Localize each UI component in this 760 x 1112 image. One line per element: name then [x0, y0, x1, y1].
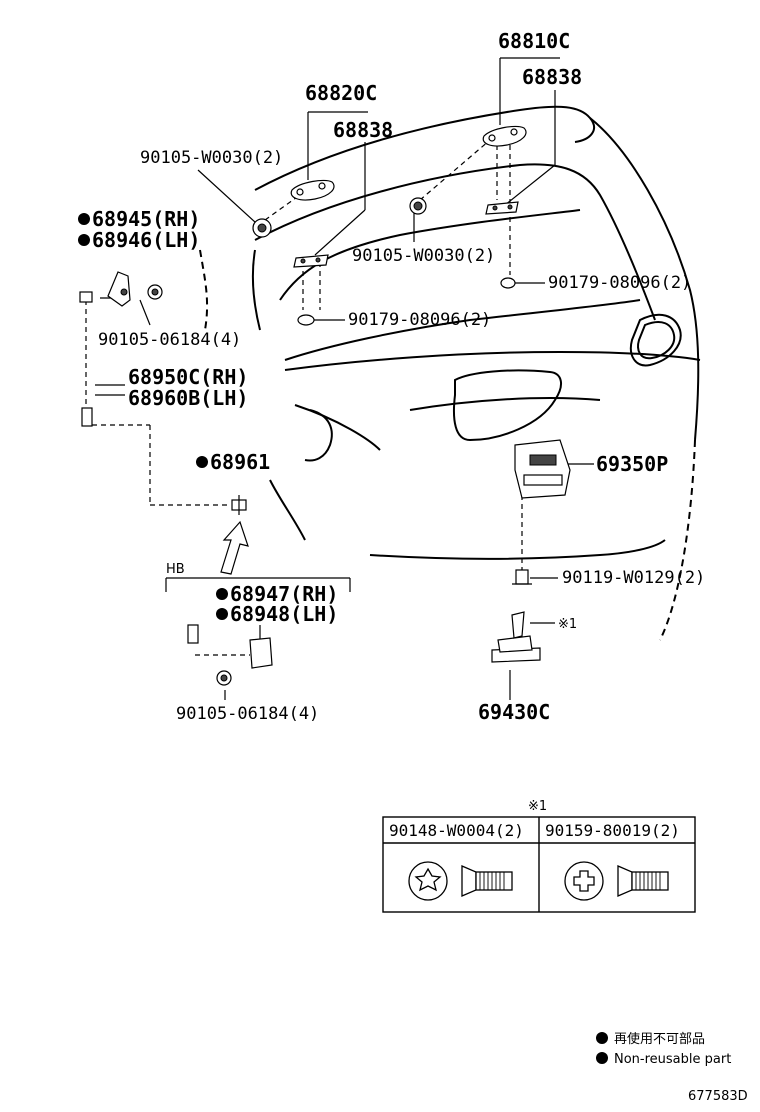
diagram-id: 677583D: [688, 1089, 748, 1104]
label-69430c: 69430C: [478, 700, 550, 724]
striker-69430c: [491, 611, 541, 663]
label-ref-mark: ※1: [558, 617, 577, 632]
label-68838-left: 68838: [333, 118, 393, 142]
bracket-68945: [107, 271, 131, 307]
shim-68838-left: [293, 254, 329, 268]
label-68960b: 68960B(LH): [128, 386, 248, 410]
labels: 68810C 68838 68820C 68838 90105-W0030(2)…: [78, 29, 705, 724]
label-68946: 68946(LH): [92, 228, 200, 252]
non-reusable-dot-icon: [196, 456, 208, 468]
label-68950c: 68950C(RH): [128, 365, 248, 389]
label-90105-w0030-left: 90105-W0030(2): [140, 148, 283, 168]
bracket-68947: [187, 624, 273, 669]
screw-table-col-2: 90159-80019(2): [545, 821, 680, 840]
label-68948: 68948(LH): [230, 602, 338, 626]
screw-table-col-1: 90148-W0004(2): [389, 821, 524, 840]
legend: 再使用不可部品 Non-reusable part: [596, 1031, 731, 1067]
screw-table-title: ※1: [528, 799, 547, 814]
legend-dot-icon: [596, 1052, 608, 1064]
label-68838-right: 68838: [522, 65, 582, 89]
up-arrow-icon: [220, 520, 249, 575]
label-68820c: 68820C: [305, 81, 377, 105]
legend-dot-icon: [596, 1032, 608, 1044]
label-90105-06184-lower: 90105-06184(4): [176, 704, 319, 724]
legend-en: Non-reusable part: [614, 1052, 731, 1067]
lock-69350p: [514, 439, 571, 499]
bolt-90105-w0030-left: [252, 218, 272, 238]
hinge-68820c: [290, 179, 335, 201]
non-reusable-dot-icon: [216, 608, 228, 620]
nut-90179-08096-left: [297, 314, 315, 326]
bolt-90105-w0030-right: [409, 197, 427, 215]
label-68947: 68947(RH): [230, 582, 338, 606]
legend-jp: 再使用不可部品: [614, 1031, 705, 1047]
label-68945: 68945(RH): [92, 207, 200, 231]
hinge-68810c: [482, 125, 527, 147]
bolt-90105-06184-lower: [216, 670, 232, 686]
label-hb: HB: [166, 562, 185, 577]
bolt-90105-06184-upper: [147, 284, 163, 300]
bolt-90119-w0129: [512, 569, 532, 585]
shim-68838-right: [485, 201, 519, 215]
label-90105-w0030-right: 90105-W0030(2): [352, 246, 495, 266]
screw-table: ※1 90148-W0004(2) 90159-80019(2): [382, 799, 696, 913]
stay-damper: [79, 291, 93, 427]
label-90119-w0129: 90119-W0129(2): [562, 568, 705, 588]
label-68810c: 68810C: [498, 29, 570, 53]
label-90179-08096-right: 90179-08096(2): [548, 273, 691, 293]
label-90179-08096-left: 90179-08096(2): [348, 310, 491, 330]
label-69350p: 69350P: [596, 452, 668, 476]
nut-90179-08096-right: [500, 277, 516, 289]
label-68961: 68961: [210, 450, 270, 474]
non-reusable-dot-icon: [78, 213, 90, 225]
non-reusable-dot-icon: [78, 234, 90, 246]
non-reusable-dot-icon: [216, 588, 228, 600]
ball-joint-68961: [231, 495, 247, 515]
torx-screw-icon: [408, 861, 513, 901]
phillips-screw-icon: [564, 861, 669, 901]
label-90105-06184-upper: 90105-06184(4): [98, 330, 241, 350]
back-door-outline: [199, 105, 701, 641]
